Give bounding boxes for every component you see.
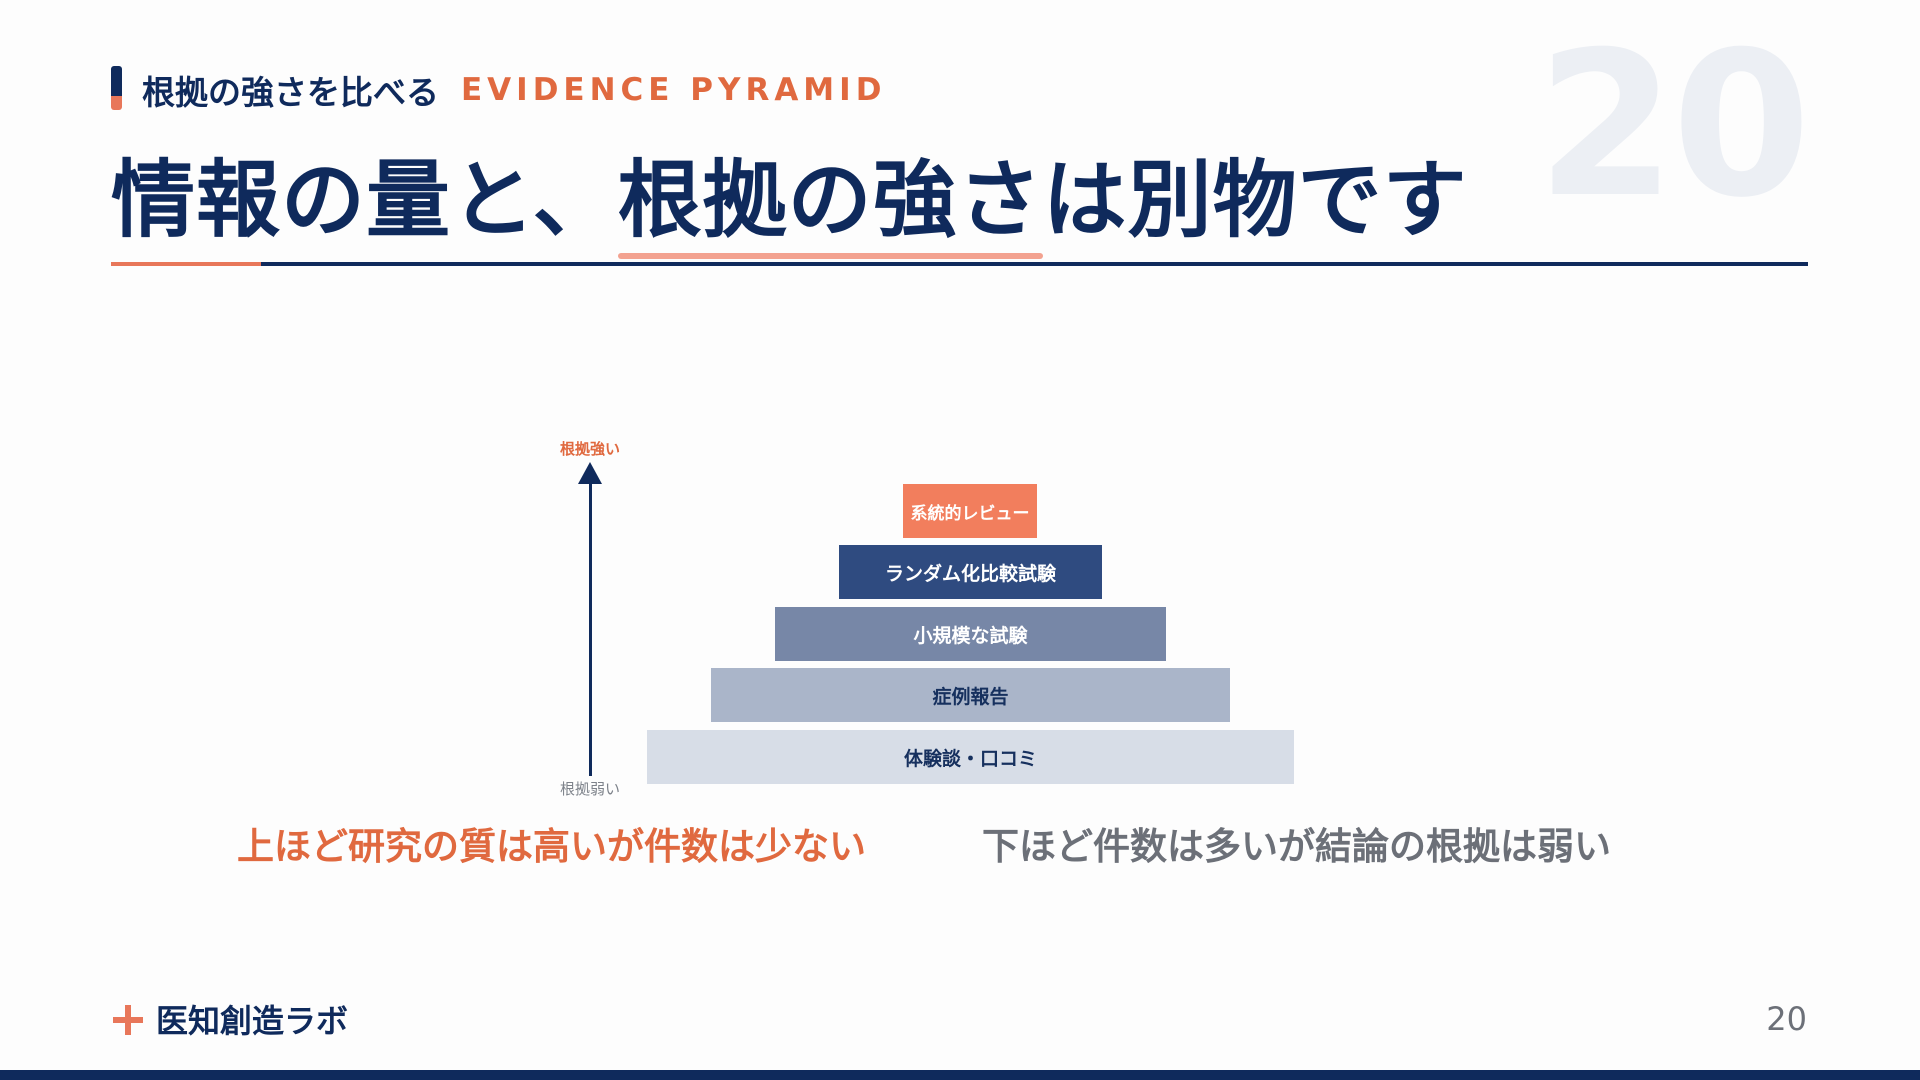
title-highlight-underline (617, 253, 1043, 259)
pyramid-tier-case-report: 症例報告 (711, 668, 1230, 722)
title-part-1: 情報の量と、 (111, 151, 618, 249)
eyebrow-japanese: 根拠の強さを比べる (142, 73, 439, 112)
caption-bottom-tiers: 下ほど件数は多いが結論の根拠は弱い (982, 825, 1611, 868)
title-highlight: 根拠の強さ (617, 151, 1043, 259)
caption-top-tiers: 上ほど研究の質は高いが件数は少ない (237, 825, 866, 868)
background-slide-number: 20 (1536, 9, 1811, 242)
evidence-axis-line (589, 480, 592, 776)
brand-name: 医知創造ラボ (156, 1002, 349, 1040)
eyebrow-accent-bar (111, 66, 122, 110)
pyramid-tier-anecdote: 体験談・口コミ (647, 730, 1294, 784)
axis-label-weak: 根拠弱い (559, 780, 620, 798)
arrow-up-icon (578, 462, 602, 484)
eyebrow-english: EVIDENCE PYRAMID (461, 72, 887, 108)
title-rule-accent (111, 262, 261, 266)
plus-cross-icon (113, 1005, 143, 1035)
title-part-2: は別物です (1042, 151, 1468, 249)
title-highlight-text: 根拠の強さ (617, 151, 1043, 249)
pyramid-tier-rct: ランダム化比較試験 (839, 545, 1102, 599)
page-number: 20 (1766, 1000, 1807, 1038)
pyramid-tier-systematic-review: 系統的レビュー (903, 484, 1037, 538)
slide-title: 情報の量と、根拠の強さは別物です (111, 148, 1468, 259)
title-rule (111, 262, 1808, 266)
section-eyebrow: 根拠の強さを比べる EVIDENCE PYRAMID (142, 68, 886, 112)
pyramid-tier-small-trial: 小規模な試験 (775, 607, 1166, 661)
bottom-bar (0, 1070, 1920, 1080)
axis-label-strong: 根拠強い (559, 440, 620, 458)
